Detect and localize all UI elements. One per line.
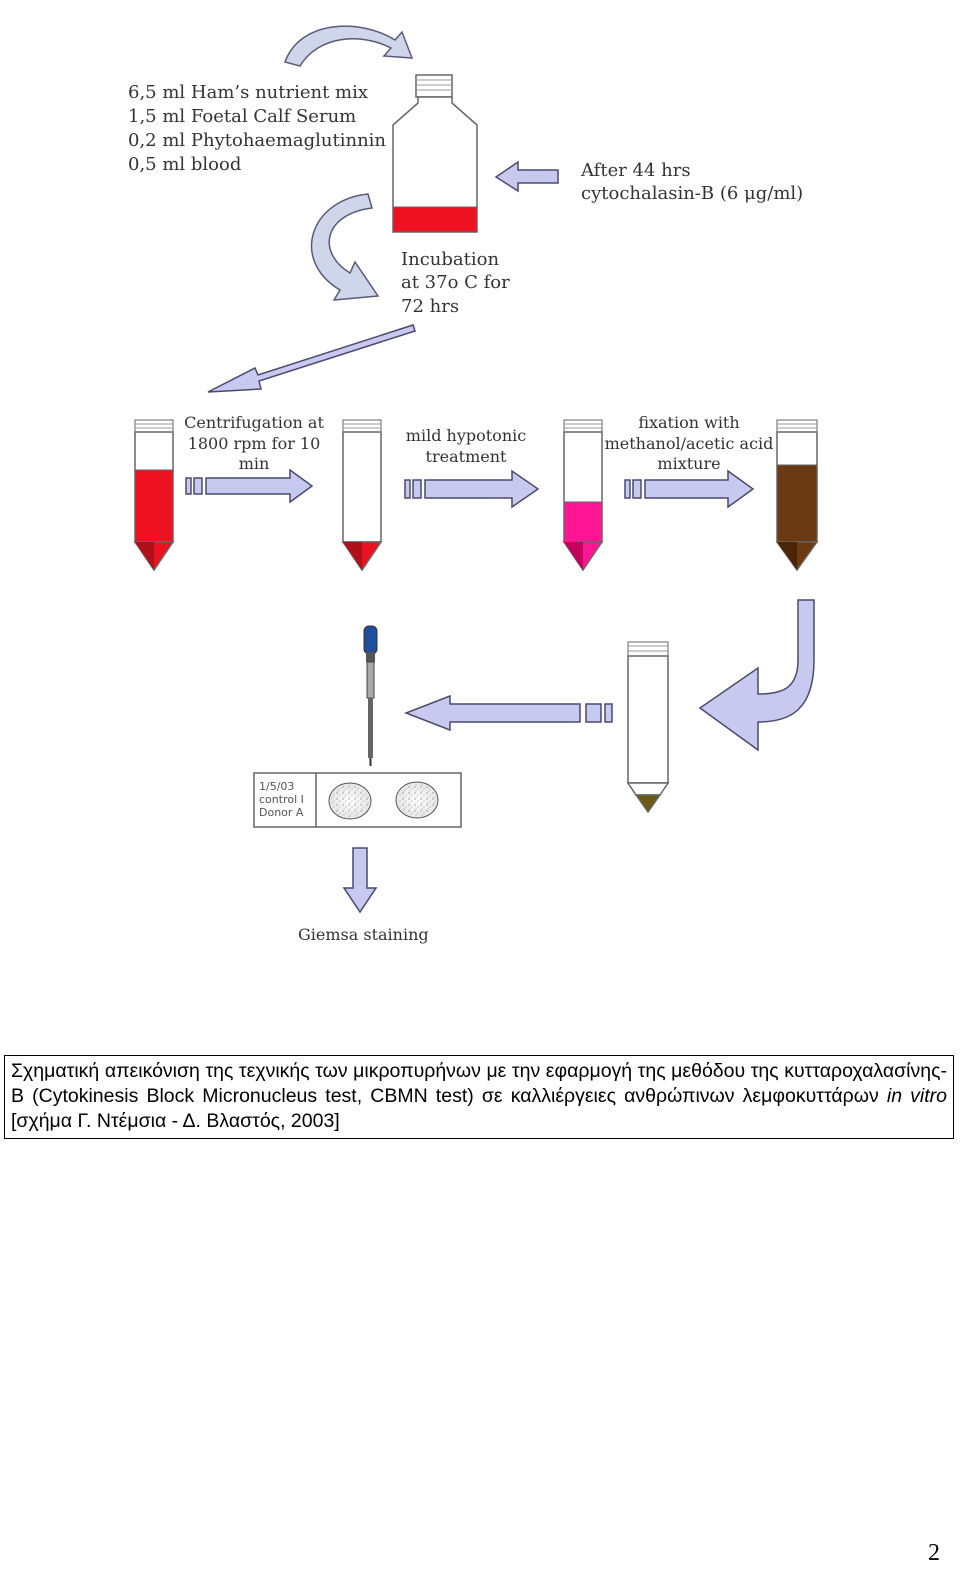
svg-text:fixation with: fixation with xyxy=(638,413,739,432)
svg-text:min: min xyxy=(239,454,270,473)
arrow-cytochalasin xyxy=(494,160,559,193)
svg-text:0,5 ml blood: 0,5 ml blood xyxy=(128,154,241,175)
hypotonic-text: mild hypotonic treatment xyxy=(406,426,526,466)
culture-flask xyxy=(392,74,478,233)
tube-hypotonic xyxy=(562,419,604,572)
svg-text:Centrifugation at: Centrifugation at xyxy=(184,413,324,432)
fixation-text: fixation with methanol/acetic acid mixtu… xyxy=(605,413,774,473)
svg-text:Donor A: Donor A xyxy=(259,806,304,819)
tube-final xyxy=(626,641,670,814)
cytochalasin-text: After 44 hrs cytochalasin-B (6 μg/ml) xyxy=(580,160,803,204)
arrow-to-slide xyxy=(403,694,613,732)
arrow-centrifugation xyxy=(185,468,314,504)
micronucleus-protocol-diagram: 6,5 ml Ham’s nutrient mix 1,5 ml Foetal … xyxy=(128,25,819,944)
arrow-fixation xyxy=(624,469,755,509)
figure-caption: Σχηματική απεικόνιση της τεχνικής των μι… xyxy=(4,1055,954,1139)
curved-arrow-return xyxy=(698,599,815,752)
diagonal-arrow xyxy=(207,324,416,393)
arrow-down-staining xyxy=(342,847,378,914)
caption-italic: in vitro xyxy=(886,1085,948,1107)
tube-blood xyxy=(133,419,175,572)
svg-text:Incubation: Incubation xyxy=(401,249,499,270)
curved-arrow-top xyxy=(284,25,414,67)
svg-text:0,2 ml Phytohaemaglutinnin: 0,2 ml Phytohaemaglutinnin xyxy=(128,130,386,151)
svg-text:1/5/03: 1/5/03 xyxy=(259,780,294,793)
svg-text:1,5 ml Foetal Calf Serum: 1,5 ml Foetal Calf Serum xyxy=(128,106,356,127)
curved-arrow-incubation xyxy=(311,193,380,301)
svg-text:mild hypotonic: mild hypotonic xyxy=(406,426,526,445)
pipette xyxy=(363,625,378,766)
caption-text-1: Σχηματική απεικόνιση της τεχνικής των μι… xyxy=(11,1060,947,1107)
svg-text:methanol/acetic acid: methanol/acetic acid xyxy=(605,434,774,453)
centrifugation-text: Centrifugation at 1800 rpm for 10 min xyxy=(184,413,324,473)
svg-text:After 44 hrs: After 44 hrs xyxy=(580,160,691,181)
svg-text:1800 rpm for 10: 1800 rpm for 10 xyxy=(188,434,321,453)
svg-text:control I: control I xyxy=(259,793,304,806)
svg-text:cytochalasin-B (6 μg/ml): cytochalasin-B (6 μg/ml) xyxy=(581,183,803,204)
arrow-hypotonic xyxy=(404,469,540,509)
page-number: 2 xyxy=(928,1540,940,1566)
tube-pellet xyxy=(341,419,383,572)
slide-label: 1/5/03 control I Donor A xyxy=(259,780,304,819)
incubation-text: Incubation at 37ο C for 72 hrs xyxy=(401,249,510,317)
giemsa-staining-label: Giemsa staining xyxy=(298,925,429,944)
svg-text:treatment: treatment xyxy=(426,447,507,466)
caption-text-2: [σχήμα Γ. Ντέμσια - Δ. Βλαστός, 2003] xyxy=(11,1110,340,1132)
nutrient-mix-text: 6,5 ml Ham’s nutrient mix 1,5 ml Foetal … xyxy=(128,82,386,175)
tube-fixed xyxy=(775,419,819,572)
microscope-slide xyxy=(253,772,462,828)
svg-text:6,5 ml Ham’s nutrient mix: 6,5 ml Ham’s nutrient mix xyxy=(128,82,368,103)
svg-text:mixture: mixture xyxy=(657,454,720,473)
svg-text:72 hrs: 72 hrs xyxy=(401,296,459,317)
svg-text:at 37ο C for: at 37ο C for xyxy=(401,272,510,293)
